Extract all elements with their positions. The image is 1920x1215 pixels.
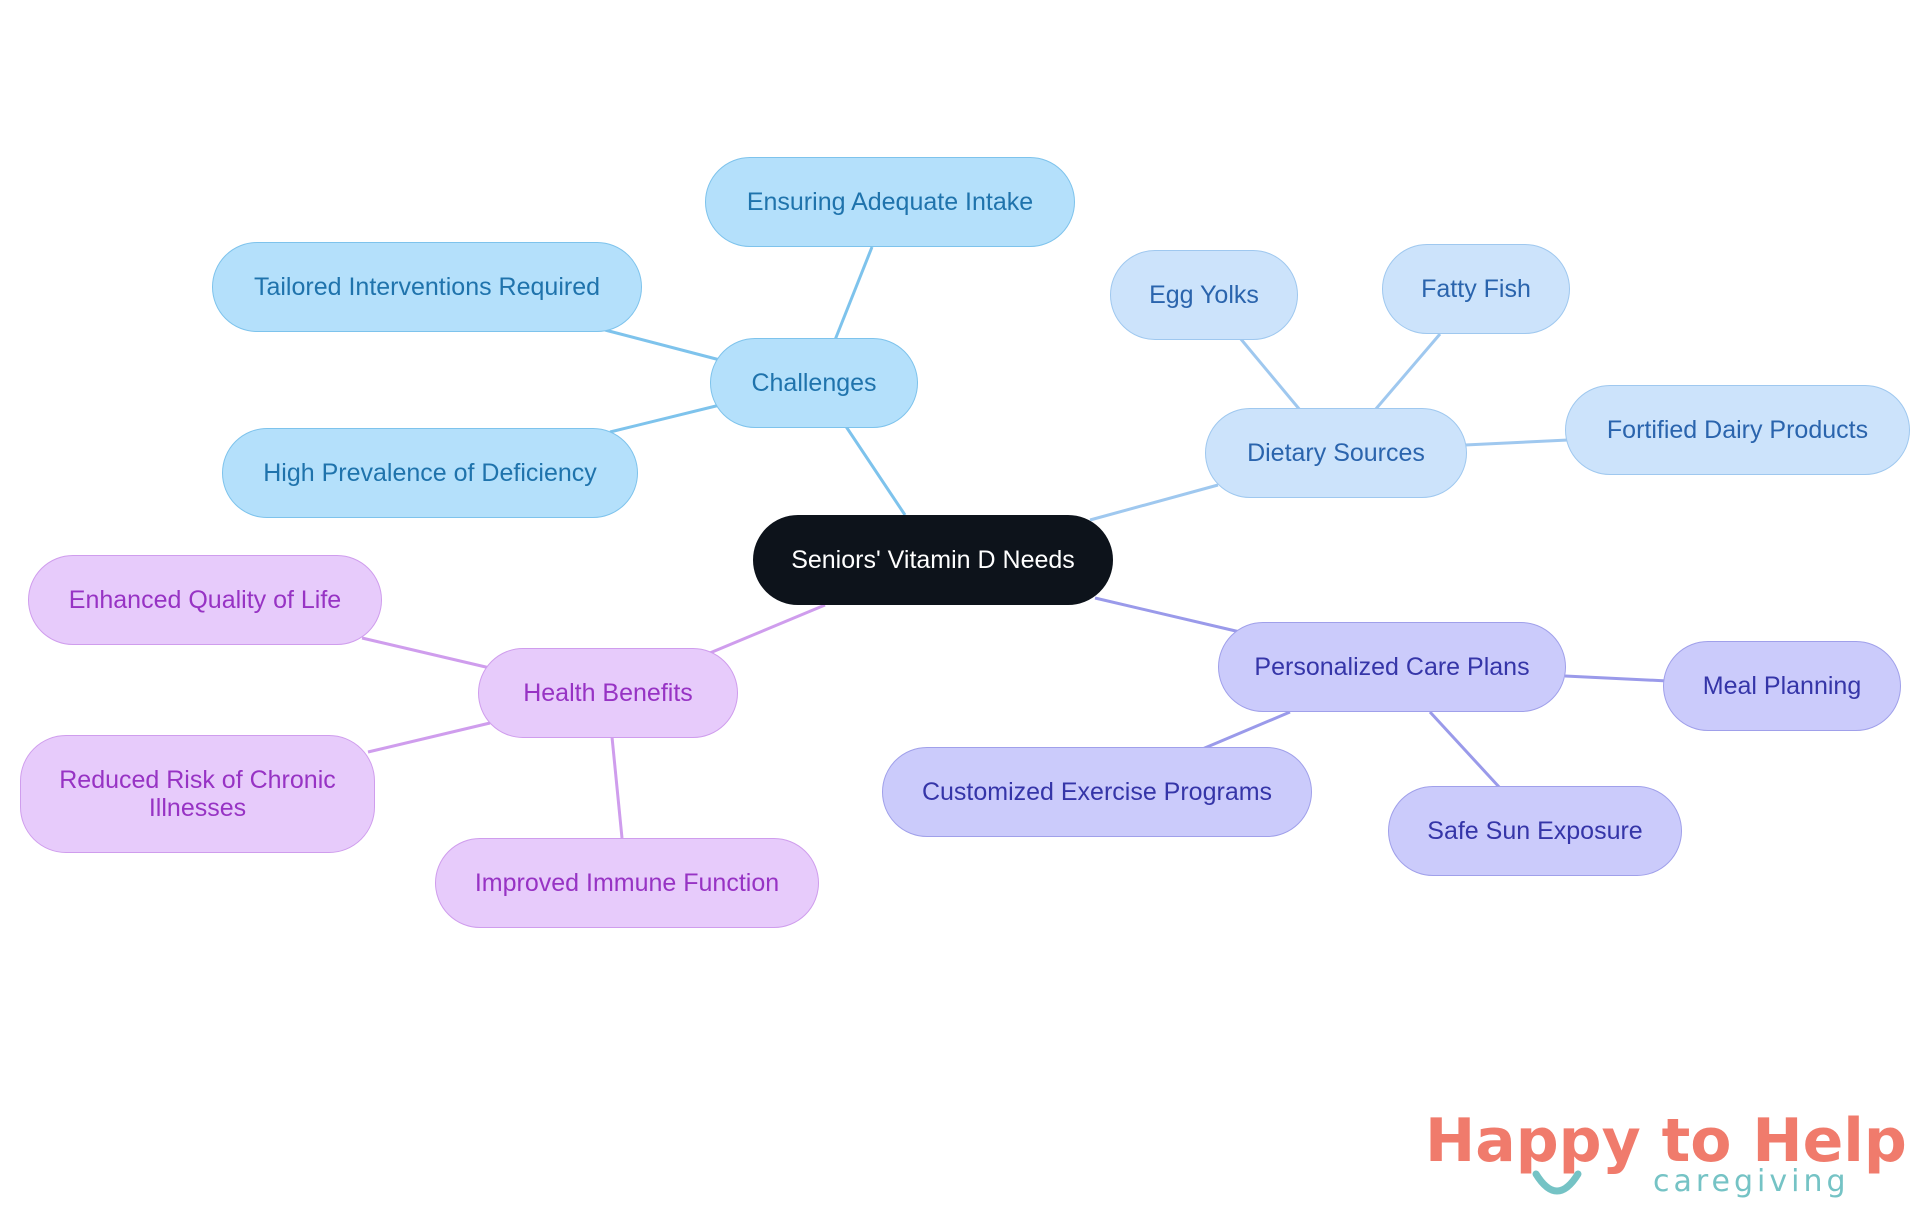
branch-health-benefits[interactable]: Health Benefits <box>478 648 738 738</box>
leaf-customized-exercise[interactable]: Customized Exercise Programs <box>882 747 1312 837</box>
leaf-high-prevalence[interactable]: High Prevalence of Deficiency <box>222 428 638 518</box>
leaf-fortified-dairy[interactable]: Fortified Dairy Products <box>1565 385 1910 475</box>
leaf-safe-sun-exposure[interactable]: Safe Sun Exposure <box>1388 786 1682 876</box>
leaf-meal-planning[interactable]: Meal Planning <box>1663 641 1901 731</box>
leaf-enhanced-quality[interactable]: Enhanced Quality of Life <box>28 555 382 645</box>
leaf-ensuring-adequate-intake[interactable]: Ensuring Adequate Intake <box>705 157 1075 247</box>
logo-subtitle: caregiving <box>1653 1164 1850 1199</box>
edge-dietary-dairy <box>1464 438 1569 447</box>
edge-dietary-fish <box>1373 333 1442 411</box>
edge-root-health <box>704 603 826 657</box>
leaf-tailored-interventions[interactable]: Tailored Interventions Required <box>212 242 642 332</box>
edge-challenges-tailored <box>604 328 721 362</box>
leaf-fatty-fish[interactable]: Fatty Fish <box>1382 244 1570 334</box>
smile-icon <box>1532 1170 1582 1195</box>
brand-logo: Happy to Help caregiving <box>1425 1108 1907 1203</box>
leaf-egg-yolks[interactable]: Egg Yolks <box>1110 250 1298 340</box>
edge-challenges-prevalence <box>609 403 721 434</box>
branch-challenges[interactable]: Challenges <box>710 338 918 428</box>
edge-root-dietary <box>1089 483 1219 522</box>
edge-dietary-eggs <box>1238 337 1302 411</box>
edge-health-immune <box>610 736 624 839</box>
edge-root-care <box>1094 596 1241 634</box>
branch-dietary-sources[interactable]: Dietary Sources <box>1205 408 1467 498</box>
edge-care-sun <box>1428 710 1502 790</box>
root-node[interactable]: Seniors' Vitamin D Needs <box>753 515 1113 605</box>
edge-challenges-intake <box>833 246 874 341</box>
edge-health-chronic <box>367 721 491 754</box>
logo-title: Happy to Help <box>1425 1106 1907 1176</box>
edge-care-meal <box>1564 674 1669 683</box>
edge-health-quality <box>361 636 491 670</box>
branch-personalized-care[interactable]: Personalized Care Plans <box>1218 622 1566 712</box>
edge-root-challenges <box>843 424 907 516</box>
leaf-improved-immune[interactable]: Improved Immune Function <box>435 838 819 928</box>
leaf-reduced-risk[interactable]: Reduced Risk of Chronic Illnesses <box>20 735 375 853</box>
edge-care-exercise <box>1199 710 1291 752</box>
